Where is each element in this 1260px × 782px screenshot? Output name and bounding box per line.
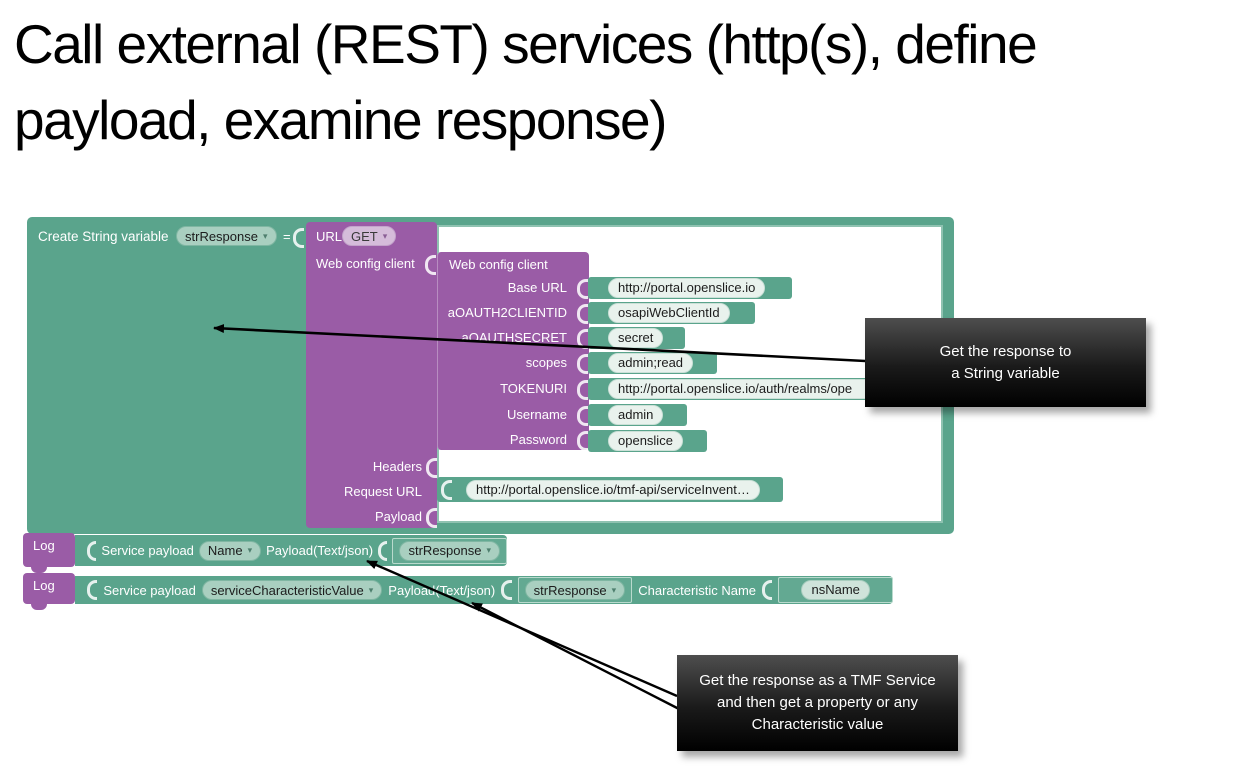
field-label-username: Username — [507, 407, 567, 422]
payload-variable-dropdown[interactable]: strResponse ▾ — [399, 540, 500, 561]
username-value-block[interactable]: admin — [588, 404, 687, 426]
property-dropdown[interactable]: serviceCharacteristicValue ▾ — [201, 580, 383, 600]
payload-value-holder: strResponse ▾ — [517, 577, 633, 603]
variable-dropdown[interactable]: strResponse ▾ — [176, 226, 277, 246]
service-payload-label: Service payload — [103, 582, 196, 598]
scopes-value-block[interactable]: admin;read — [588, 352, 717, 374]
field-socket — [577, 279, 588, 299]
headers-input-socket — [426, 458, 437, 478]
page-title-line1: Call external (REST) services (http(s), … — [14, 13, 1038, 75]
dropdown-arrow-icon: ▾ — [611, 584, 617, 595]
dropdown-arrow-icon: ▾ — [262, 230, 268, 241]
payload-variable-value: strResponse — [533, 582, 607, 598]
service-payload-block-1[interactable]: Service payload Name ▾ Payload(Text/json… — [75, 535, 507, 566]
callout-string-variable: Get the response to a String variable — [865, 318, 1146, 407]
characteristic-name-field[interactable]: nsName — [801, 580, 870, 600]
characteristic-name-holder: nsName — [778, 577, 894, 603]
field-socket — [577, 431, 588, 451]
username-field[interactable]: admin — [608, 405, 664, 425]
web-config-input-socket — [425, 255, 436, 275]
block-connector-socket — [87, 580, 98, 600]
field-socket — [577, 406, 588, 426]
payload-type-label: Payload(Text/json) — [266, 543, 374, 558]
field-socket — [577, 304, 588, 324]
log-block-2-label: Log — [33, 578, 55, 593]
http-method-value: GET — [351, 228, 378, 244]
web-config-input-label: Web config client — [316, 256, 415, 271]
request-url-input-label: Request URL — [343, 484, 422, 499]
field-label-oauthsecret: aOAUTHSECRET — [461, 330, 567, 345]
dropdown-arrow-icon: ▾ — [368, 584, 374, 595]
tokenuri-value-block[interactable]: http://portal.openslice.io/auth/realms/o… — [588, 378, 940, 400]
url-block-label: URL — [316, 229, 343, 244]
web-config-block-title: Web config client — [449, 257, 548, 272]
oauth2clientid-field[interactable]: osapiWebClientId — [608, 303, 730, 323]
property-dropdown[interactable]: Name ▾ — [198, 540, 262, 561]
oauthsecret-value-block[interactable]: secret — [588, 327, 685, 349]
callout-tmf-service: Get the response as a TMF Service and th… — [677, 655, 958, 751]
payload-input-socket — [426, 508, 437, 528]
value-input-socket — [378, 540, 388, 561]
password-value-block[interactable]: openslice — [588, 430, 707, 452]
characteristic-name-label: Characteristic Name — [638, 582, 757, 598]
equals-sign: = — [283, 229, 291, 244]
field-socket — [577, 329, 588, 349]
field-socket — [577, 380, 588, 400]
value-input-socket — [501, 580, 512, 600]
property-dropdown-value: serviceCharacteristicValue — [210, 582, 364, 598]
log-block-1-next-connector — [31, 567, 47, 573]
oauth2clientid-value-block[interactable]: osapiWebClientId — [588, 302, 755, 324]
create-block-label: Create String variable — [38, 229, 169, 244]
log-block-1-label: Log — [33, 538, 55, 553]
field-label-password: Password — [509, 432, 567, 447]
http-method-dropdown[interactable]: GET ▾ — [342, 226, 397, 246]
base-url-value-block[interactable]: http://portal.openslice.io — [588, 277, 792, 299]
headers-input-label: Headers — [372, 459, 422, 474]
log-block-1[interactable]: Log — [23, 533, 75, 567]
log-block-2-next-connector — [31, 604, 47, 610]
field-socket — [577, 354, 588, 374]
payload-value-holder: strResponse ▾ — [392, 537, 507, 564]
tokenuri-field[interactable]: http://portal.openslice.io/auth/realms/o… — [608, 379, 935, 399]
url-block[interactable] — [306, 222, 437, 528]
payload-variable-dropdown[interactable]: strResponse ▾ — [524, 580, 626, 600]
value-input-socket — [762, 580, 773, 600]
payload-type-label: Payload(Text/json) — [388, 582, 496, 598]
log-block-2[interactable]: Log — [23, 573, 75, 604]
oauthsecret-field[interactable]: secret — [608, 328, 664, 348]
password-field[interactable]: openslice — [608, 431, 683, 451]
field-label-scopes: scopes — [525, 355, 567, 370]
dropdown-arrow-icon: ▾ — [486, 545, 491, 555]
variable-dropdown-value: strResponse — [185, 228, 258, 244]
block-connector-socket — [441, 479, 452, 500]
dropdown-arrow-icon: ▾ — [382, 230, 388, 241]
dropdown-arrow-icon: ▾ — [247, 545, 253, 555]
property-dropdown-value: Name — [207, 543, 243, 558]
service-payload-block-2[interactable]: Service payload serviceCharacteristicVal… — [75, 576, 894, 604]
field-label-base-url: Base URL — [507, 280, 567, 295]
block-connector-socket — [87, 540, 97, 561]
service-payload-label: Service payload — [101, 543, 194, 558]
scopes-field[interactable]: admin;read — [608, 353, 694, 373]
field-label-tokenuri: TOKENURI — [500, 381, 567, 396]
request-url-value-block[interactable]: http://portal.openslice.io/tmf-api/servi… — [437, 477, 783, 502]
base-url-field[interactable]: http://portal.openslice.io — [608, 278, 766, 298]
value-input-socket — [293, 228, 304, 248]
field-label-oauth2clientid: aOAUTH2CLIENTID — [447, 305, 567, 320]
payload-variable-value: strResponse — [408, 543, 482, 558]
request-url-field[interactable]: http://portal.openslice.io/tmf-api/servi… — [466, 479, 760, 500]
page-title-line2: payload, examine response) — [14, 89, 667, 151]
payload-input-label: Payload — [375, 509, 422, 524]
page-title: Call external (REST) services (http(s), … — [14, 6, 1258, 158]
